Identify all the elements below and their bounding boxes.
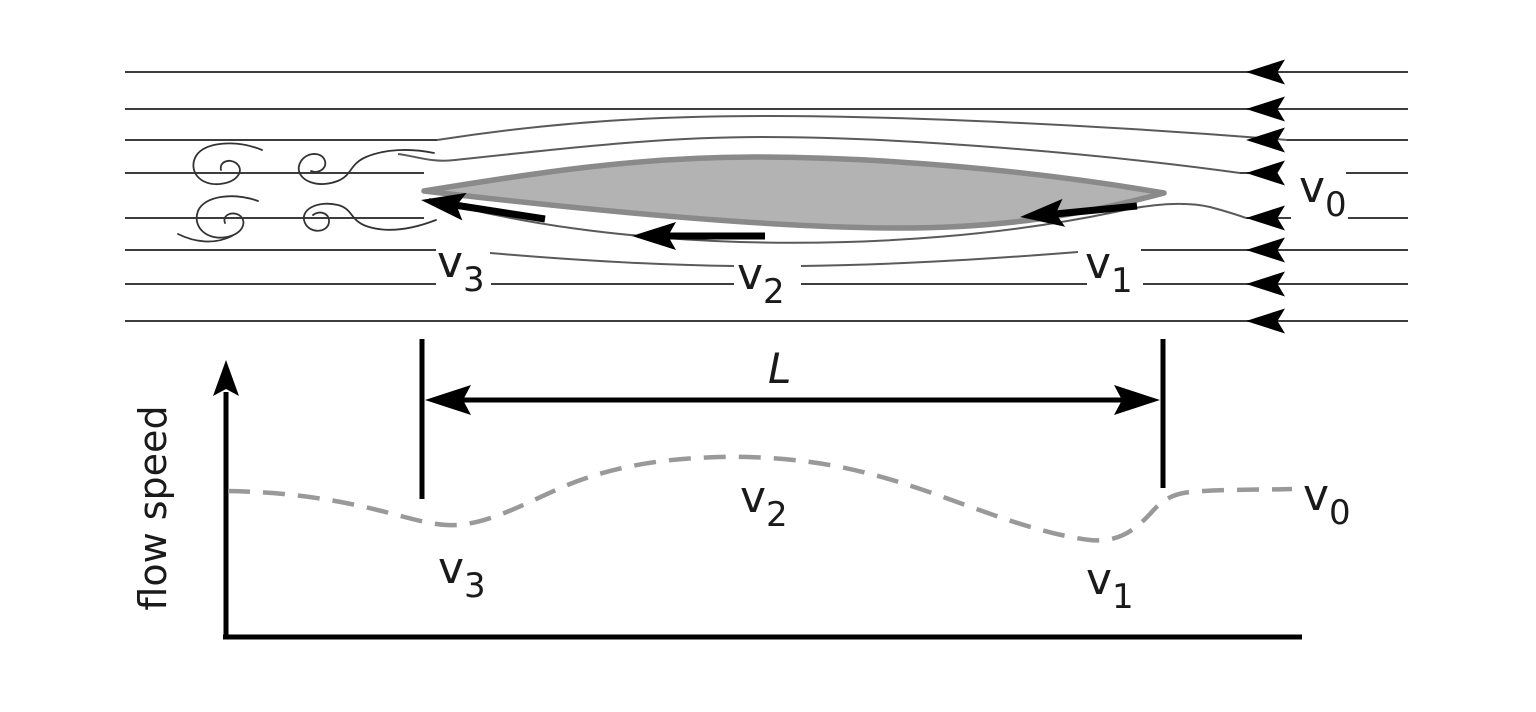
chord-boundary-lines [419, 339, 1166, 499]
streamline-over-airfoil-outer [436, 114, 1288, 141]
graph-axes [213, 360, 1302, 640]
chord-dimension-arrow [425, 385, 1160, 415]
label-v1-top: v1 [1085, 238, 1133, 301]
airfoil [421, 154, 1167, 231]
label-chord-length: L [768, 344, 791, 393]
streamline-under-airfoil-inner [428, 198, 1247, 244]
label-v3-graph: v3 [438, 543, 486, 606]
dimension-arrowhead-left [425, 385, 471, 415]
vortex-lower-left [195, 195, 259, 239]
v3-arrow [421, 192, 546, 223]
label-v0-graph: v0 [1303, 470, 1351, 533]
freestream-arrowheads [1246, 59, 1285, 334]
vortex-upper-right [298, 149, 435, 185]
y-axis-arrowhead [213, 360, 239, 396]
wake-vortices [177, 142, 437, 243]
vortex-lower-right [302, 202, 437, 232]
vortex-upper-left [192, 142, 263, 185]
vortex-lower-tail [177, 233, 233, 243]
graph-labels: v3 v2 v1 v0 [438, 470, 1351, 617]
streamline-arrowhead [1246, 271, 1285, 297]
top-diagram-labels: v3 v2 v1 v0 [437, 162, 1347, 312]
streamline-arrowhead [1246, 160, 1285, 186]
y-axis-label: flow speed [131, 405, 175, 610]
streamline-under-airfoil-outer [489, 251, 1079, 267]
streamline-arrowhead [1246, 308, 1285, 334]
dimension-arrowhead-right [1114, 385, 1160, 415]
streamline-arrowhead [1246, 127, 1285, 153]
streamline-arrowhead [1246, 96, 1285, 122]
streamline-arrowhead [1246, 205, 1285, 231]
label-v2-top: v2 [737, 249, 785, 312]
label-v0-top: v0 [1299, 162, 1347, 225]
streamline-over-airfoil-inner [397, 135, 1241, 174]
streamlines-deflected [397, 114, 1288, 267]
v2-arrow [632, 222, 765, 250]
label-v2-graph: v2 [740, 472, 788, 535]
v1-arrow [1020, 198, 1138, 227]
flow-speed-curve [227, 454, 1293, 543]
surface-velocity-arrows [421, 192, 1138, 250]
label-v1-graph: v1 [1086, 554, 1134, 617]
streamline-arrowhead [1246, 237, 1285, 263]
streamline-arrowhead [1246, 59, 1285, 85]
label-v3-top: v3 [437, 237, 485, 300]
